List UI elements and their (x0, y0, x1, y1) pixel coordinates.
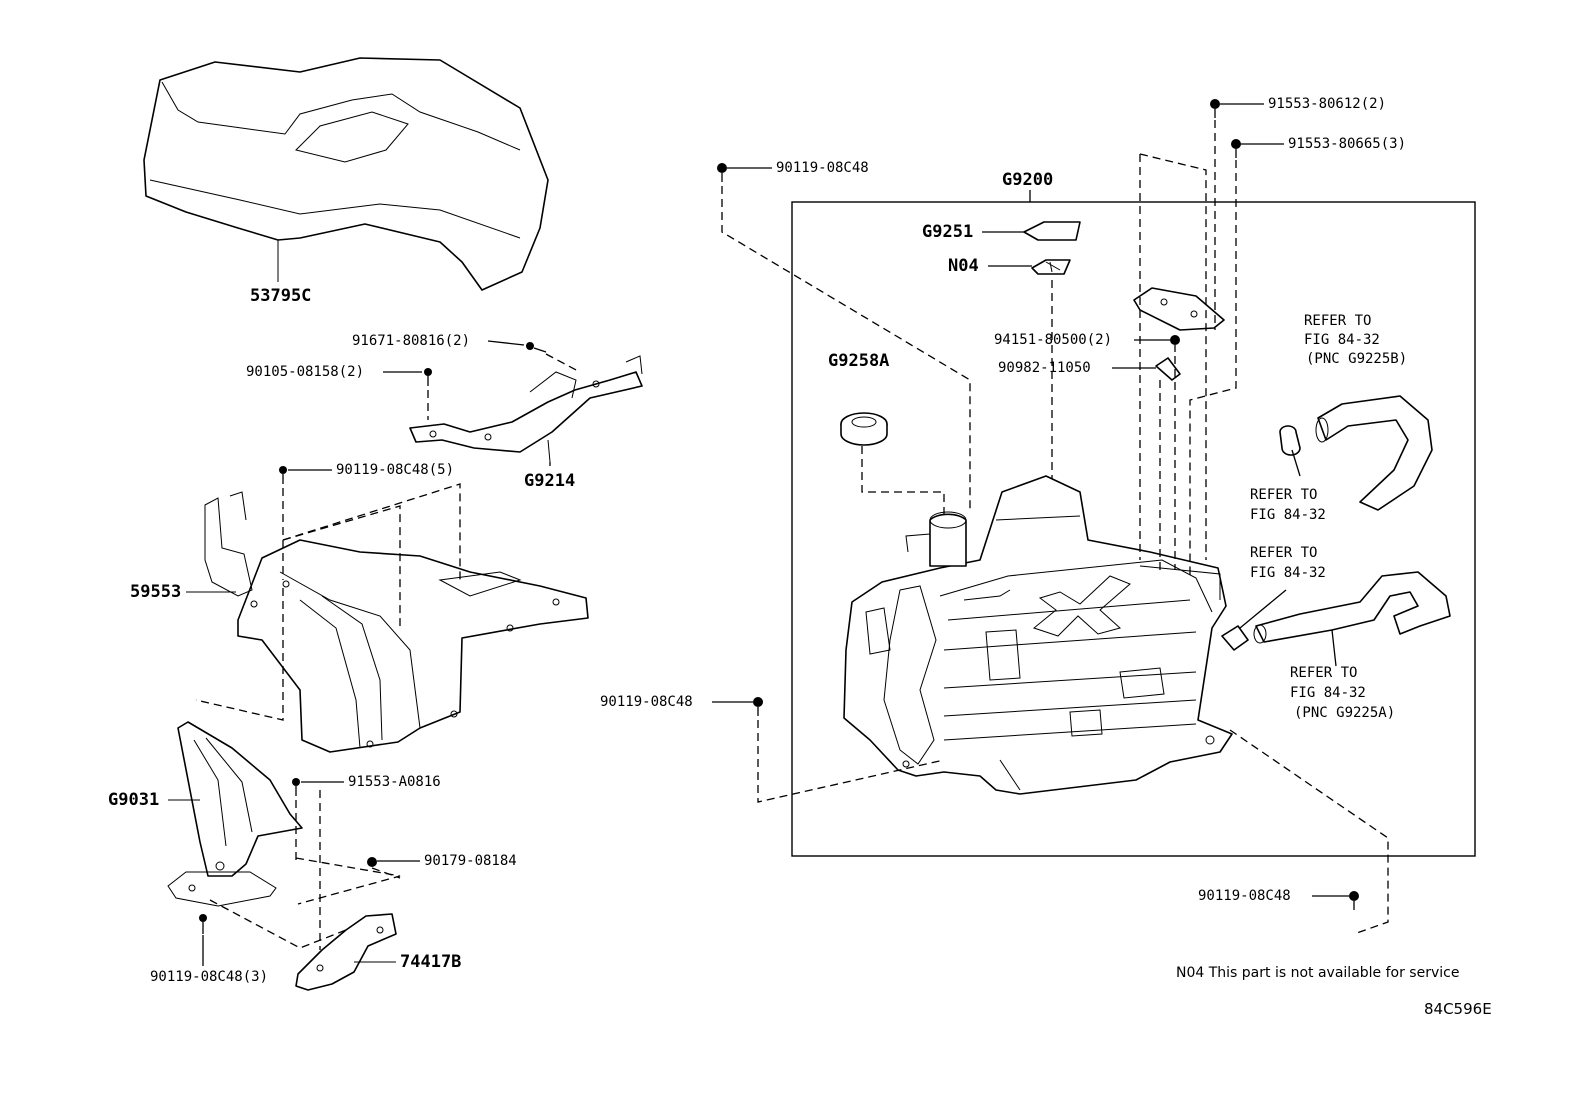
bracket-g9214 (409, 355, 643, 463)
bolt-icons-left (199, 342, 547, 934)
refer-to-1-line2[interactable]: FIG 84-32 (1304, 332, 1380, 348)
part-g9031-label: G9031 (108, 790, 160, 810)
part-g9251-label: G9251 (922, 222, 974, 242)
part-74417b-label: 74417B (400, 952, 462, 972)
part-90119-top-label: 90119-08C48 (776, 160, 869, 176)
part-g9200-label: G9200 (1002, 170, 1054, 190)
bracket-74417b (295, 913, 397, 991)
part-90982-label: 90982-11050 (998, 360, 1091, 376)
part-90119-br-label: 90119-08C48 (1198, 888, 1291, 904)
part-g9258a-label: G9258A (828, 351, 890, 371)
bolt-icons-right (717, 99, 1359, 910)
figure-code: 84C596E (1424, 1000, 1492, 1018)
part-91553-a0816-label: 91553-A0816 (348, 774, 441, 790)
plate-59553 (186, 491, 589, 753)
part-59553-label: 59553 (130, 582, 182, 602)
refer-to-2-line2[interactable]: FIG 84-32 (1250, 507, 1326, 523)
refer-to-2-line1[interactable]: REFER TO (1250, 487, 1318, 503)
leader-lines-left (202, 340, 551, 966)
part-n04-label: N04 (948, 256, 979, 276)
part-91553-665-label: 91553-80665(3) (1288, 136, 1407, 152)
bracket-g9031 (167, 721, 303, 907)
engine-cover-53795c (143, 57, 549, 291)
refer-to-3-line1[interactable]: REFER TO (1250, 545, 1318, 561)
part-g9214-label: G9214 (524, 471, 576, 491)
cap-g9258a (840, 412, 945, 518)
refer-to-4-line3[interactable]: (PNC G9225A) (1294, 705, 1396, 721)
hose-upper (1279, 395, 1433, 511)
part-53795c-label: 53795C (250, 286, 312, 306)
refer-to-4-line1[interactable]: REFER TO (1290, 665, 1358, 681)
footnote-n04: N04 This part is not available for servi… (1176, 965, 1460, 981)
part-91671-label: 91671-80816(2) (352, 333, 471, 349)
dashed-lines-left (195, 353, 581, 950)
part-94151-label: 94151-80500(2) (994, 332, 1113, 348)
hose-lower (1221, 571, 1451, 667)
part-90119-3-label: 90119-08C48(3) (150, 969, 269, 985)
clip-90982 (1112, 357, 1181, 381)
part-90119-5-label: 90119-08C48(5) (336, 462, 455, 478)
refer-to-1-line1[interactable]: REFER TO (1304, 313, 1372, 329)
part-90119-mid-label: 90119-08C48 (600, 694, 693, 710)
assembly-box-g9200 (791, 201, 1476, 857)
part-90179-label: 90179-08184 (424, 853, 517, 869)
bracket-top-right (1133, 287, 1225, 331)
part-90105-label: 90105-08158(2) (246, 364, 365, 380)
label-g9251 (982, 221, 1081, 241)
refer-to-3-line2[interactable]: FIG 84-32 (1250, 565, 1326, 581)
inverter-assembly (843, 475, 1233, 795)
refer-to-4-line2[interactable]: FIG 84-32 (1290, 685, 1366, 701)
part-91553-612-label: 91553-80612(2) (1268, 96, 1387, 112)
dashed-lines-right (721, 120, 1389, 935)
refer-to-1-line3[interactable]: (PNC G9225B) (1306, 351, 1408, 367)
